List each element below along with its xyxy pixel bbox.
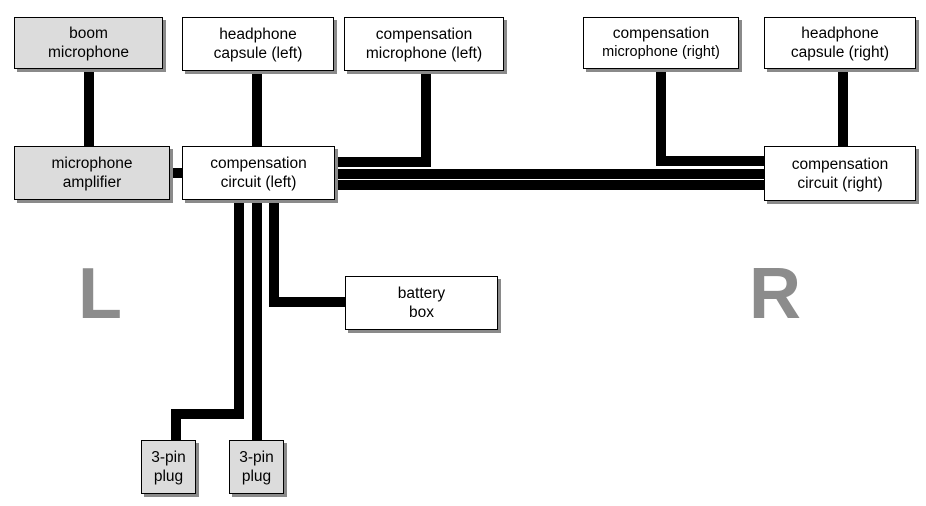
node-label-line: plug [241,468,272,485]
right-side-label: R [749,254,801,334]
node-label-line: boom [69,25,108,42]
node-label-line: headphone [801,25,879,42]
node-label-line: battery [397,285,446,302]
node-label-line: circuit (left) [220,174,297,191]
boom-microphone-node: boom microphone [14,17,163,69]
plug-1-node: 3-pin plug [141,440,196,494]
node-label-line: compensation [375,26,473,43]
node-label-line: microphone (right) [602,44,720,60]
node-label-line: 3-pin [239,449,274,466]
compensation-circuit-left-node: compensation circuit (left) [182,146,335,200]
node-label-line: microphone [51,155,133,172]
wire-circuit-to-plug-1 [171,199,244,440]
left-side-label: L [78,254,122,334]
node-label-line: capsule (right) [790,44,890,61]
node-label-line: capsule (left) [213,45,303,62]
node-label-line: microphone (left) [365,45,483,62]
node-label-line: box [408,304,434,321]
node-label-line: headphone [219,26,297,43]
node-label-line: circuit (right) [797,174,883,192]
compensation-microphone-right-node: compensation microphone (right) [583,17,739,69]
compensation-circuit-right-node: compensation circuit (right) [764,146,916,201]
wire-comp-mic-right-to-circuit [656,70,764,166]
plug-2-node: 3-pin plug [229,440,284,494]
node-label-line: compensation [791,155,889,173]
node-label-line: compensation [210,155,307,172]
wire-comp-mic-left-to-circuit [335,72,431,167]
headphone-capsule-left-node: headphone capsule (left) [182,17,334,71]
node-label-line: 3-pin [151,449,186,466]
headphone-capsule-right-node: headphone capsule (right) [764,17,916,69]
node-label-line: compensation [612,25,710,42]
wire-circuit-to-battery [269,199,345,307]
microphone-amplifier-node: microphone amplifier [14,146,170,200]
node-label-line: microphone [48,44,129,61]
battery-box-node: battery box [345,276,498,330]
node-label-line: plug [153,468,184,485]
node-label-line: amplifier [62,174,122,191]
compensation-microphone-left-node: compensation microphone (left) [344,17,504,71]
